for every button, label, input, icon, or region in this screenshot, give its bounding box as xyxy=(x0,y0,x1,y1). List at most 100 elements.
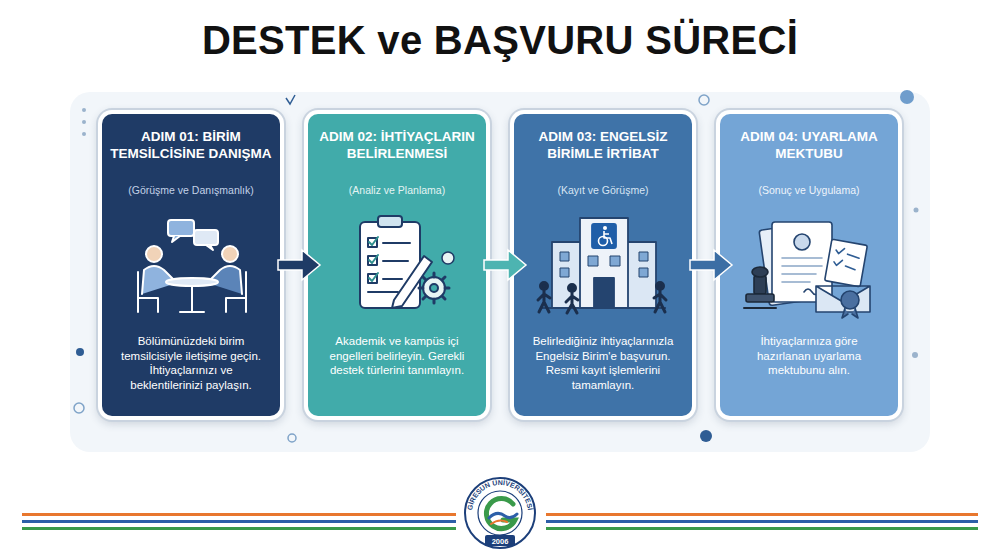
sign-wheel xyxy=(599,237,608,246)
list-line xyxy=(383,242,410,244)
gear xyxy=(423,277,445,299)
accessibility-sign xyxy=(592,224,616,248)
step-card: ADIM 03: ENGELSİZ BİRİMLE İRTİBAT(Kayıt … xyxy=(514,114,692,416)
building-wing xyxy=(552,242,656,308)
flow-arrow xyxy=(484,250,526,280)
flow-arrow xyxy=(278,250,320,280)
step-card: ADIM 01: BİRİM TEMSİLCİSİNE DANIŞMA (Görü… xyxy=(102,114,280,416)
chair xyxy=(138,272,158,312)
speech-tail xyxy=(206,245,213,250)
ground-line xyxy=(542,307,666,309)
logo-inner-ring xyxy=(478,491,522,535)
stripe-green xyxy=(546,527,978,530)
panel-backdrop xyxy=(70,92,930,452)
decor-ring xyxy=(288,434,296,442)
door xyxy=(594,278,614,308)
person-body xyxy=(538,291,550,312)
gear xyxy=(442,252,454,264)
sign-figure xyxy=(604,231,612,244)
speech-bubble xyxy=(194,230,218,245)
step-heading: ADIM 01: BİRİM TEMSİLCİSİNE DANIŞMA xyxy=(108,128,274,162)
checklist-marks xyxy=(833,247,860,270)
window xyxy=(560,252,569,261)
list-line xyxy=(383,260,408,262)
window xyxy=(610,256,620,266)
gear-hub xyxy=(430,284,438,292)
window xyxy=(588,256,598,266)
decor-dot xyxy=(82,108,86,112)
speech-tail xyxy=(172,236,180,242)
logo-name-text: GİRESUN ÜNİVERSİTESİ xyxy=(466,478,534,511)
table-leg xyxy=(180,286,204,312)
logo-ring xyxy=(465,478,535,548)
pencil xyxy=(392,256,432,308)
step-description: Belirlediğiniz ihtiyaçlarınızla Engelsiz… xyxy=(526,334,680,392)
building-illustration xyxy=(538,218,666,313)
university-logo: GİRESUN ÜNİVERSİTESİ 2006 xyxy=(463,476,537,550)
speech-bubble xyxy=(168,220,194,236)
window xyxy=(560,268,569,277)
checkbox xyxy=(368,238,377,247)
person-head xyxy=(146,246,162,262)
stripe-orange xyxy=(546,513,978,516)
stamp-mark xyxy=(744,307,776,309)
decor-ring xyxy=(699,95,709,105)
paper-back xyxy=(759,222,827,305)
paper-front xyxy=(772,222,832,302)
person-head xyxy=(222,246,238,262)
diagram-title: DESTEK ve BAŞVURU SÜRECİ xyxy=(0,18,1000,63)
documents-illustration xyxy=(744,222,870,318)
logo-wave xyxy=(491,520,507,524)
walking-people xyxy=(538,283,666,314)
decor-dot xyxy=(76,348,84,356)
step-description: Akademik ve kampüs içi engelleri belirle… xyxy=(320,334,474,378)
gear-teeth xyxy=(419,273,449,303)
stripe-green xyxy=(22,527,456,530)
person-head xyxy=(569,285,576,292)
decor-ring xyxy=(74,403,84,413)
logo-wave xyxy=(489,513,517,518)
step-heading: ADIM 03: ENGELSİZ BİRİMLE İRTİBAT xyxy=(520,128,686,162)
chair xyxy=(226,272,246,312)
decor-dot xyxy=(900,90,914,104)
founding-year: 2006 xyxy=(492,537,509,546)
decor-dot xyxy=(914,208,919,213)
step-heading: ADIM 02: İHTİYAÇLARIN BELİRLENMESİ xyxy=(314,128,480,162)
clipboard-illustration xyxy=(360,216,454,308)
clipboard-clip xyxy=(378,216,402,227)
step-subtitle: (Sonuç ve Uygulama) xyxy=(726,184,892,197)
seal-ribbon xyxy=(842,308,858,318)
person-body xyxy=(198,266,242,294)
checklist-paper xyxy=(825,239,868,287)
signature xyxy=(804,289,820,295)
seal xyxy=(841,291,859,309)
decor-dot xyxy=(82,120,86,124)
stamp-base xyxy=(746,294,774,302)
checkbox xyxy=(368,256,377,265)
person-head xyxy=(541,283,548,290)
person-body xyxy=(142,266,186,294)
step-heading: ADIM 04: UYARLAMA MEKTUBU xyxy=(726,128,892,162)
step-description: İhtiyaçlarınıza göre hazırlanan uyarlama… xyxy=(732,334,886,378)
logo-graphic: GİRESUN ÜNİVERSİTESİ 2006 xyxy=(463,476,537,550)
stamp-knob xyxy=(752,267,768,277)
stripe-blue xyxy=(22,520,456,523)
decor-dot xyxy=(912,352,918,358)
table-top xyxy=(166,278,218,286)
text-lines xyxy=(782,258,822,282)
step-subtitle: (Analiz ve Planlama) xyxy=(314,184,480,197)
list-line xyxy=(368,291,398,293)
building-tower xyxy=(580,218,628,308)
clipboard xyxy=(360,222,420,308)
step-card: ADIM 04: UYARLAMA MEKTUBU (Sonuç ve Uygul… xyxy=(720,114,898,416)
window xyxy=(639,268,648,277)
person-head xyxy=(657,283,664,290)
checkbox xyxy=(368,274,377,283)
meeting-illustration xyxy=(138,220,246,312)
sign-head xyxy=(603,226,607,230)
step-subtitle: (Görüşme ve Danışmanlık) xyxy=(108,184,274,197)
decor-check xyxy=(286,95,295,104)
